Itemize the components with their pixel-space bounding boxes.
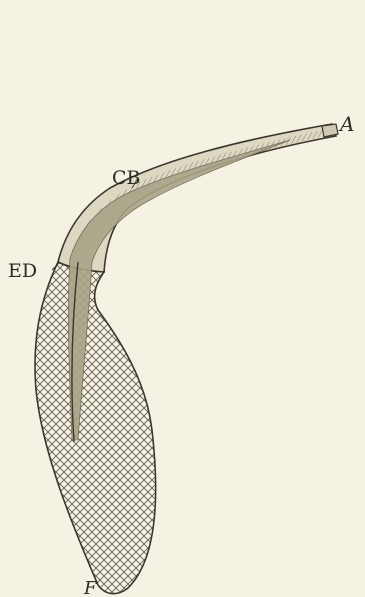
label-cb: CB xyxy=(112,167,141,189)
label-ed: ED xyxy=(8,260,37,282)
label-f: F xyxy=(83,578,98,597)
tube-tip xyxy=(322,124,338,137)
label-a: A xyxy=(338,112,354,136)
